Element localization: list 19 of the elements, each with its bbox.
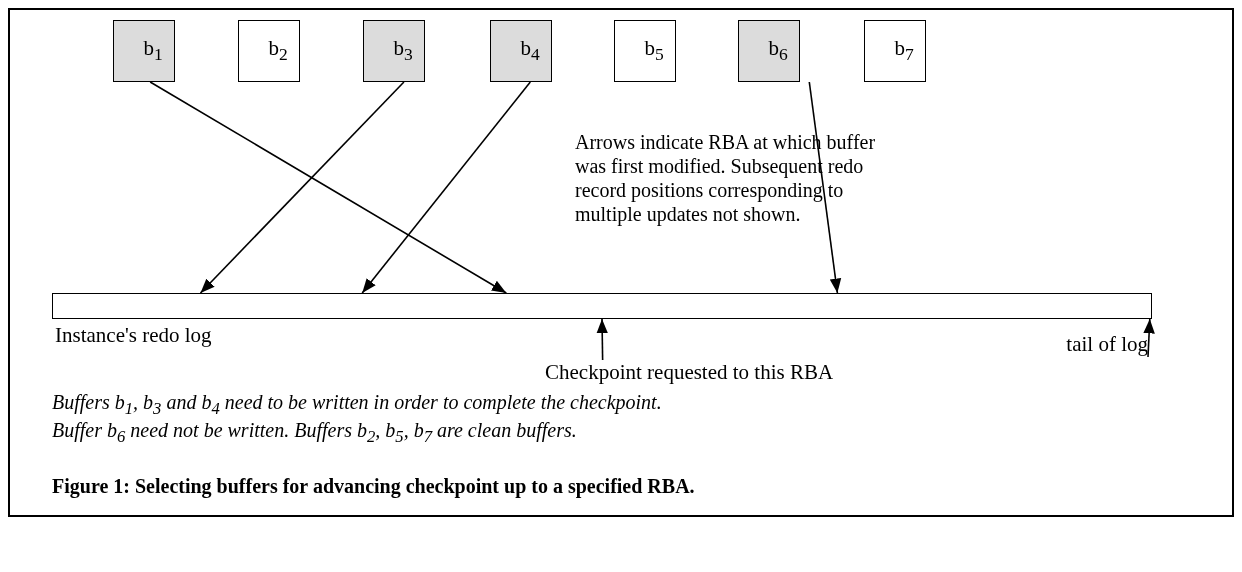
annotation-text: Checkpoint requested to this RBA	[545, 360, 834, 385]
arrow	[808, 81, 842, 294]
buffer-box: b$_{7}$	[864, 20, 926, 82]
buffer-box: b$_{1}$	[113, 20, 175, 82]
buffer-box: b$_{6}$	[738, 20, 800, 82]
explanation-text: Buffer b$_{6}$ need not be written. Buffers b$_{2}$, b$_{5}$, b$_{7}$ are clean buffers.	[52, 418, 578, 448]
arrow	[1143, 318, 1155, 358]
explanation-text: Buffers b$_{1}$, b$_{3}$ and b$_{4}$ need to be written in order to complete the checkpoint.	[52, 390, 663, 420]
buffer-box: b$_{4}$	[490, 20, 552, 82]
arrow	[361, 81, 532, 294]
arrow	[596, 318, 608, 361]
buffer-box: b$_{3}$	[363, 20, 425, 82]
arrow	[149, 81, 508, 294]
annotation-text: tail of log	[1066, 332, 1148, 357]
log-label: Instance's redo log	[55, 323, 212, 348]
arrow	[199, 81, 405, 294]
buffer-box: b$_{2}$	[238, 20, 300, 82]
figure-caption: Figure 1: Selecting buffers for advancing checkpoint up to a specified RBA.	[52, 475, 695, 498]
buffer-box: b$_{5}$	[614, 20, 676, 82]
